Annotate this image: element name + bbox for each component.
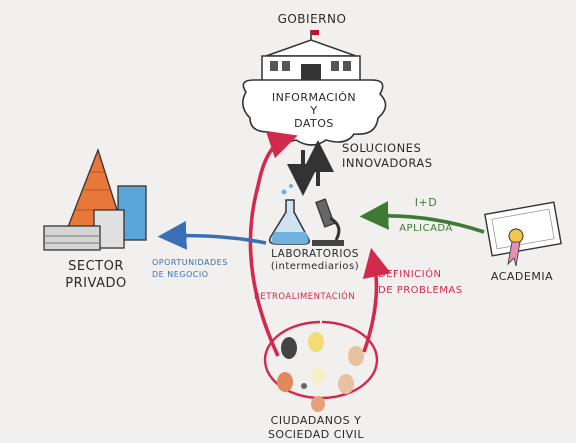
solutions-label-line-1: SOLUCIONES (342, 141, 422, 155)
opportunities-label-line-1: OPORTUNIDADES (152, 258, 228, 267)
labs-label-line-2: (intermediarios) (270, 261, 360, 272)
information-cloud-icon (242, 79, 387, 146)
opportunities-arrow (157, 221, 267, 250)
academia-label: ACADEMIA (490, 270, 554, 283)
citizens-label-line-2: SOCIEDAD CIVIL (267, 428, 365, 441)
rd-arrow (359, 201, 485, 234)
labs-label-line-1: LABORATORIOS (271, 248, 359, 260)
problems-label-line-1: DEFINICIÓN (378, 269, 442, 280)
academia-diploma-icon (484, 201, 562, 267)
rd-label-line-2: APLICADA (399, 223, 453, 234)
cloud-line-2: Y (310, 104, 318, 117)
cloud-line-3: DATOS (294, 117, 334, 130)
problems-arrow (362, 247, 392, 353)
citizens-icon (263, 320, 379, 412)
problems-label-line-2: DE PROBLEMAS (378, 285, 463, 296)
rd-label-line-1: I+D (414, 196, 438, 209)
opportunities-label-line-2: DE NEGOCIO (152, 270, 209, 279)
government-building-icon (261, 30, 361, 85)
private-sector-label-line-1: SECTOR (68, 259, 124, 274)
citizens-label-line-1: CIUDADANOS Y (270, 414, 362, 427)
private-sector-buildings-icon (43, 148, 147, 251)
feedback-arrow (248, 130, 298, 357)
private-sector-label-line-2: PRIVADO (65, 276, 127, 291)
feedback-label: RETROALIMENTACIÓN (254, 292, 356, 302)
laboratory-icon (268, 184, 344, 246)
cloud-line-1: INFORMACIÓN (271, 91, 357, 104)
solutions-label-line-2: INNOVADORAS (342, 156, 433, 170)
government-label: GOBIERNO (277, 12, 347, 26)
